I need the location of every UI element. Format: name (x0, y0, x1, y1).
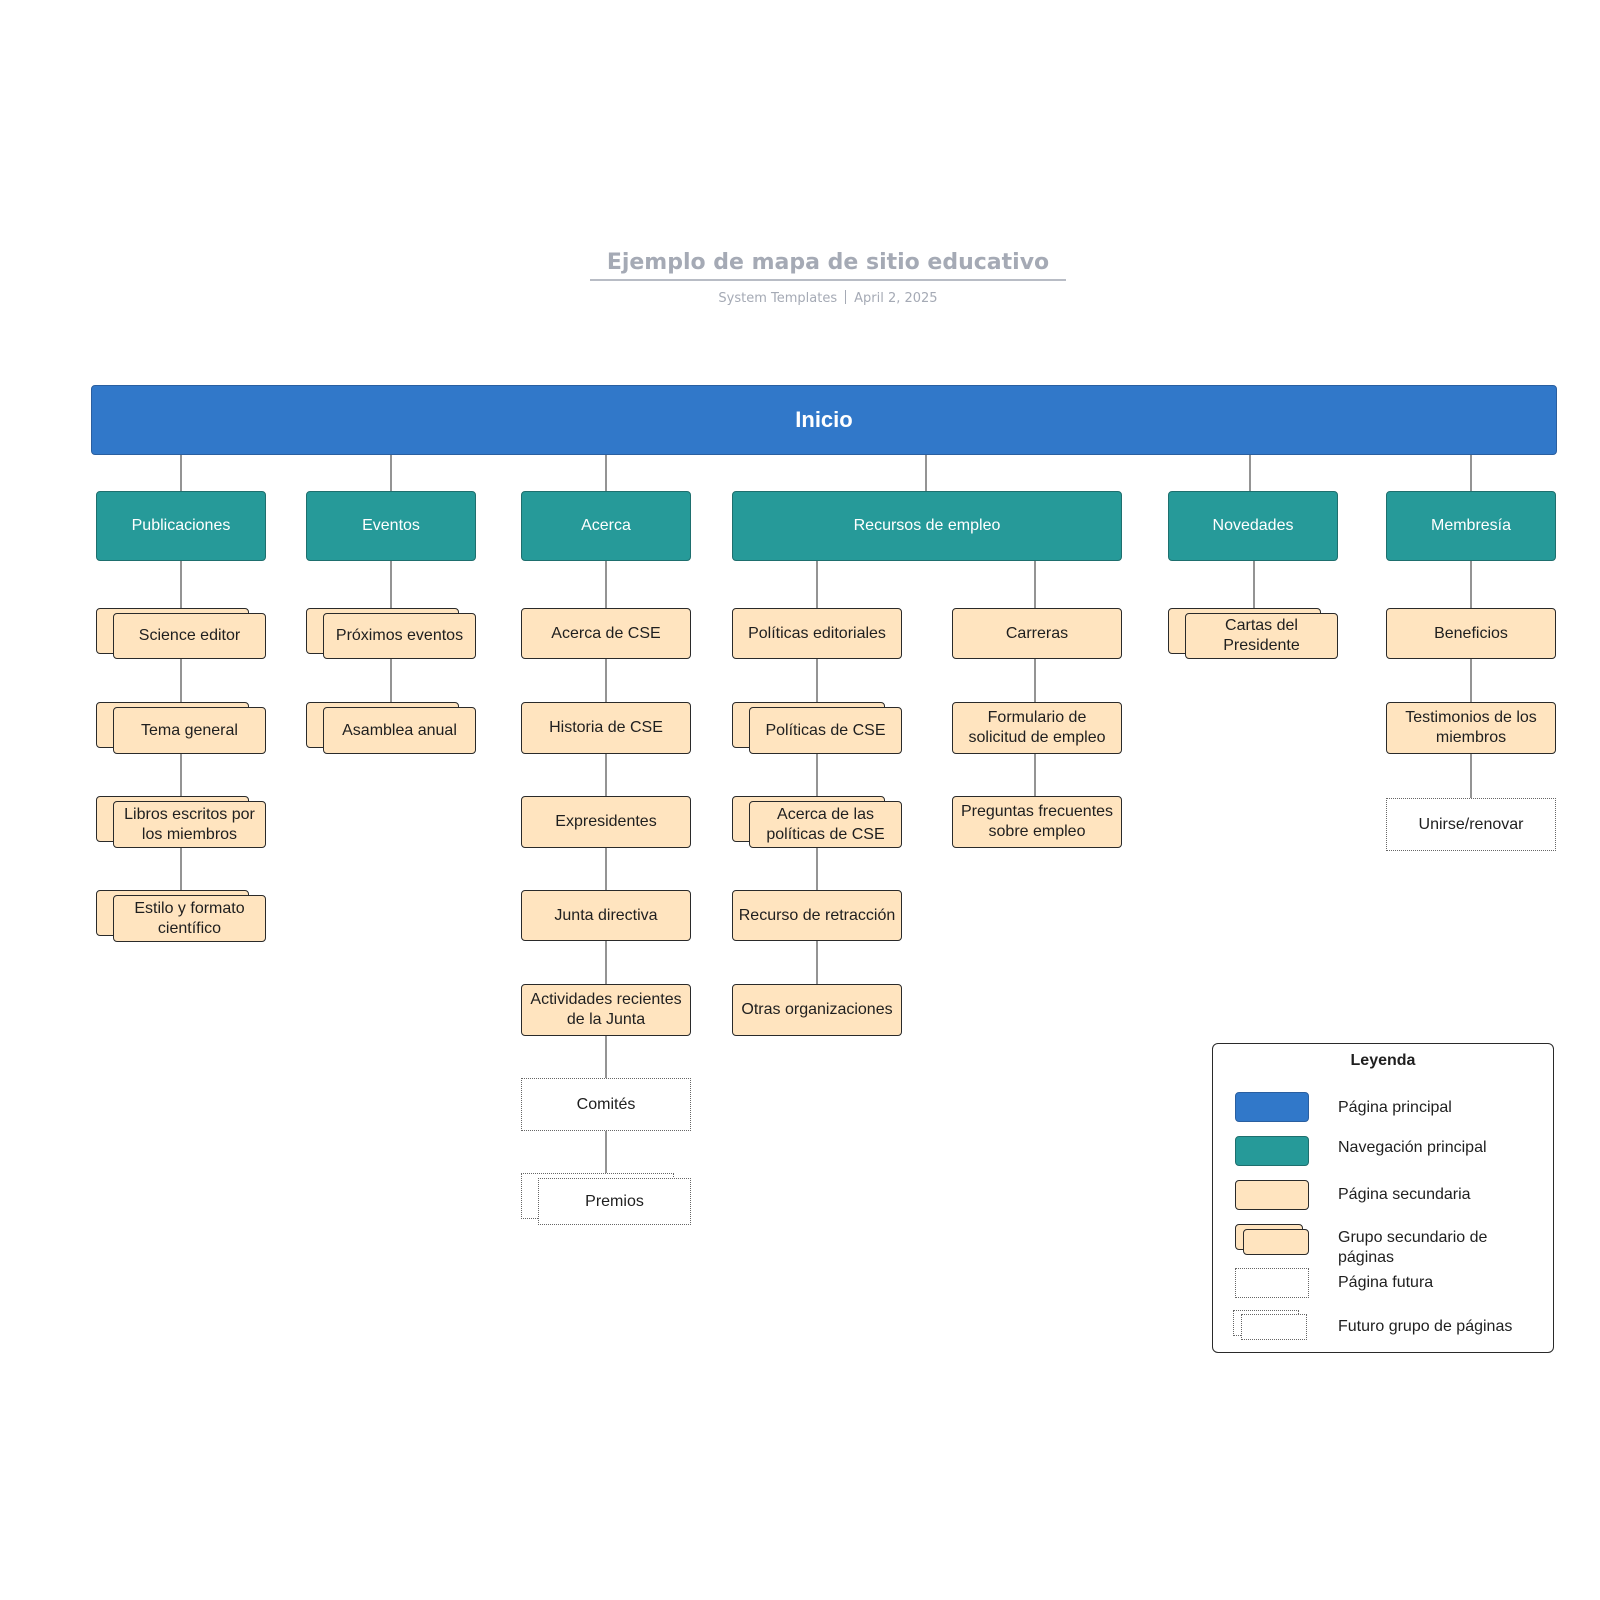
page-libros-escritos: Libros escritos por los miembros (113, 801, 266, 848)
page-otras-organizaciones: Otras organizaciones (732, 984, 902, 1036)
page-politicas-editoriales: Políticas editoriales (732, 608, 902, 659)
page-acerca-de-cse: Acerca de CSE (521, 608, 691, 659)
legend-label: Grupo secundario de páginas (1338, 1229, 1488, 1266)
page-estilo-y-formato: Estilo y formato científico (113, 895, 266, 942)
legend-title: Leyenda (1350, 1052, 1416, 1069)
subtitle-divider (845, 290, 847, 304)
legend-swatch-group (1243, 1229, 1309, 1255)
nav-novedades: Novedades (1168, 491, 1338, 561)
page-comites: Comités (521, 1078, 691, 1131)
nav-recursos-de-empleo: Recursos de empleo (732, 491, 1122, 561)
page-formulario-solicitud: Formulario de solicitud de empleo (952, 702, 1122, 754)
legend-swatch-main (1235, 1092, 1309, 1122)
nav-publicaciones: Publicaciones (96, 491, 266, 561)
page-politicas-de-cse: Políticas de CSE (749, 707, 902, 754)
diagram-subtitle: System Templates April 2, 2025 (590, 290, 1066, 306)
page-recurso-de-retraccion: Recurso de retracción (732, 890, 902, 941)
legend-swatch-secondary (1235, 1180, 1309, 1210)
page-actividades-recientes: Actividades recientes de la Junta (521, 984, 691, 1036)
legend-label: Página secundaria (1338, 1186, 1471, 1203)
page-premios: Premios (538, 1178, 691, 1225)
page-testimonios: Testimonios de los miembros (1386, 702, 1556, 754)
page-acerca-de-las-politicas: Acerca de las políticas de CSE (749, 801, 902, 848)
legend: Leyenda Página principal Navegación prin… (1212, 1043, 1554, 1353)
page-carreras: Carreras (952, 608, 1122, 659)
legend-swatch-nav (1235, 1136, 1309, 1166)
page-cartas-del-presidente: Cartas del Presidente (1185, 613, 1338, 659)
author: System Templates (718, 291, 838, 306)
page-expresidentes: Expresidentes (521, 796, 691, 848)
legend-label: Página principal (1338, 1099, 1452, 1116)
page-proximos-eventos: Próximos eventos (323, 613, 476, 659)
legend-swatch-future-group (1241, 1314, 1307, 1340)
page-junta-directiva: Junta directiva (521, 890, 691, 941)
nav-eventos: Eventos (306, 491, 476, 561)
legend-label: Futuro grupo de páginas (1338, 1318, 1513, 1335)
page-beneficios: Beneficios (1386, 608, 1556, 659)
diagram-title: Ejemplo de mapa de sitio educativo (590, 250, 1066, 281)
page-asamblea-anual: Asamblea anual (323, 707, 476, 754)
legend-label: Navegación principal (1338, 1139, 1487, 1156)
legend-swatch-future (1235, 1268, 1309, 1298)
page-tema-general: Tema general (113, 707, 266, 754)
nav-membresia: Membresía (1386, 491, 1556, 561)
page-preguntas-frecuentes: Preguntas frecuentes sobre empleo (952, 796, 1122, 848)
nav-acerca: Acerca (521, 491, 691, 561)
node-inicio: Inicio (91, 385, 1557, 455)
date: April 2, 2025 (854, 291, 938, 306)
page-unirse-renovar: Unirse/renovar (1386, 798, 1556, 851)
legend-label: Página futura (1338, 1274, 1434, 1291)
page-science-editor: Science editor (113, 613, 266, 659)
page-historia-de-cse: Historia de CSE (521, 702, 691, 754)
